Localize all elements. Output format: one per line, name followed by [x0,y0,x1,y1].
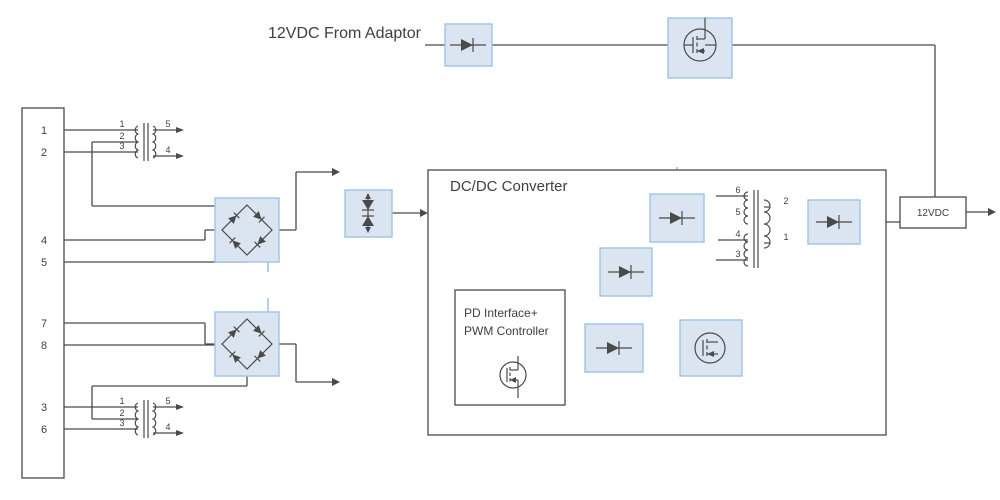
bridge-block [214,197,280,263]
mosfet-icon [694,332,726,364]
transformer-pin-label: 2 [119,131,124,141]
transformer-icon [716,190,771,268]
transformer-pin-label: 6 [735,185,740,195]
transformer-bottom: 1 2 3 5 4 [92,396,182,438]
bridge-rectifier-1 [214,197,280,263]
left-connector: 1 2 4 5 7 8 3 6 [21,107,65,479]
output-12vdc: 12VDC [899,196,967,229]
transformer-pin-label: 1 [119,396,124,406]
transformer-pin-label: 1 [119,119,124,129]
bridge-rectifier-2 [214,311,280,377]
transformer-top: 1 2 3 5 4 [92,119,182,161]
transformer-icon [92,400,182,438]
transformer-pin-label: 5 [165,119,170,129]
converter-mosfet-block [679,319,743,377]
controller-label-line2: PWM Controller [464,324,549,338]
connector-body [21,107,65,479]
connector-pin-label: 5 [41,257,47,269]
converter-diode-block-middle [599,247,653,297]
arrow-right-icon [420,209,428,217]
converter-diode-block-top [649,193,705,243]
transformer-pin-label: 5 [165,396,170,406]
arrow-right-icon [332,168,340,176]
transformer-pin-label: 4 [735,229,740,239]
transformer-pin-label: 4 [165,422,170,432]
transformer-pin-label: 3 [119,141,124,151]
converter-output-diode-block [807,199,861,245]
tvs-diode-block [344,189,393,238]
controller-outline [454,289,566,406]
transformer-pin-label: 2 [119,408,124,418]
adaptor-mosfet-block [667,17,733,79]
transformer-icon [92,123,182,161]
transformer-pin-label: 3 [735,249,740,259]
output-box [899,196,967,229]
connector-pin-label: 4 [41,235,47,247]
connector-pin-label: 2 [41,147,47,159]
output-label: 12VDC [917,208,949,219]
arrow-right-icon [988,208,996,216]
connector-pin-label: 6 [41,424,47,436]
pd-pwm-controller: PD Interface+ PWM Controller [454,289,566,406]
connector-pin-label: 7 [41,318,47,330]
dcdc-transformer: 6 5 4 3 2 1 [716,185,789,268]
mosfet-block [679,319,743,377]
transformer-pin-label: 3 [119,418,124,428]
transformer-pin-label: 2 [783,196,788,206]
connector-pin-label: 3 [41,402,47,414]
mosfet-icon [683,18,717,62]
controller-label-line1: PD Interface+ [464,306,538,320]
transformer-pin-label: 4 [165,145,170,155]
arrow-right-icon [332,378,340,386]
connector-pin-label: 1 [41,125,47,137]
converter-title: DC/DC Converter [450,178,568,195]
mosfet-icon [499,356,527,398]
transformer-pin-label: 1 [783,232,788,242]
dcdc-converter: DC/DC Converter [427,169,887,436]
transformer-pin-label: 5 [735,207,740,217]
connector-pin-label: 8 [41,340,47,352]
converter-diode-block-gate [584,323,644,373]
adaptor-label: 12VDC From Adaptor [268,25,422,42]
adaptor-diode-block [444,23,493,67]
bridge-block [214,311,280,377]
mosfet-block [667,17,733,79]
